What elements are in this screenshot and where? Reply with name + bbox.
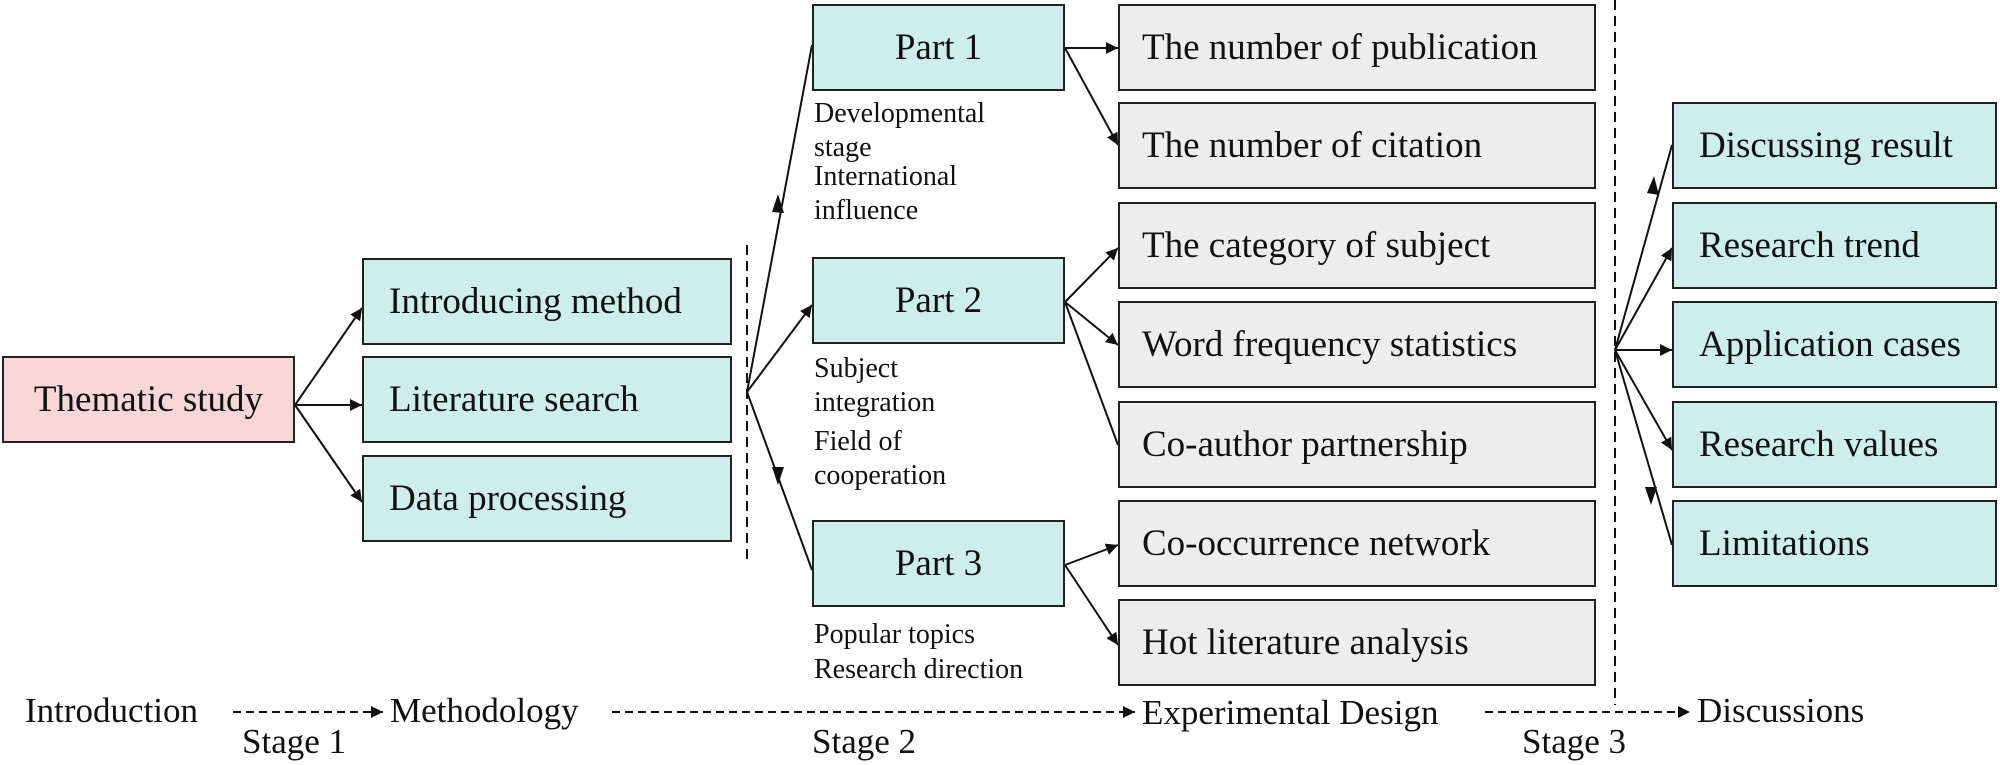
method-box-data-processing: Data processing [362,455,732,542]
thematic-study-label: Thematic study [33,379,264,420]
part-label: Part 3 [894,543,983,584]
analysis-label: The number of citation [1142,125,1483,166]
discussion-label: Application cases [1699,324,1961,365]
analysis-box-subject-category: The category of subject [1118,202,1596,289]
arrow-to-part2 [746,304,813,393]
analysis-label: The number of publication [1142,27,1538,68]
part-label: Part 2 [894,280,983,321]
arrow-part2-subject [1064,247,1119,303]
part3-box: Part 3 [812,520,1065,607]
arrow-to-research-values [1614,349,1673,451]
analysis-label: The category of subject [1142,225,1491,266]
analysis-label: Co-occurrence network [1142,523,1491,564]
method-box-introducing: Introducing method [362,258,732,345]
flow-stage2: Stage 2 [812,722,917,761]
method-label: Data processing [389,478,627,519]
part2-box: Part 2 [812,257,1065,344]
line-to-discussing-result [1614,144,1673,351]
arrow-to-data-processing [294,404,363,503]
analysis-label: Hot literature analysis [1142,622,1469,663]
arrowhead-discussing-result [1647,176,1659,195]
arrow-part2-word-frequency [1064,301,1119,346]
discussion-label: Research trend [1699,225,1920,266]
line-to-limitations [1614,349,1673,546]
analysis-box-cooccurrence: Co-occurrence network [1118,500,1596,587]
analysis-box-hot-literature: Hot literature analysis [1118,599,1596,686]
arrow-part1-citation [1064,47,1119,146]
flow-methodology: Methodology [390,691,579,730]
discussion-box-research-trend: Research trend [1672,202,1997,289]
discussion-box-discussing-result: Discussing result [1672,102,1997,189]
arrow-part3-cooccurrence [1064,543,1119,566]
method-box-literature-search: Literature search [362,356,732,443]
analysis-box-publication: The number of publication [1118,4,1596,91]
flow-stage1: Stage 1 [242,722,347,761]
discussion-box-limitations: Limitations [1672,500,1997,587]
arrowhead-part3 [772,467,784,485]
arrowhead-limitations [1645,487,1657,505]
flow-experimental-design: Experimental Design [1142,693,1439,732]
discussion-label: Discussing result [1699,125,1953,166]
flow-stage3: Stage 3 [1522,722,1627,761]
discussion-box-application-cases: Application cases [1672,301,1997,388]
method-label: Literature search [389,379,639,420]
part-label: Part 1 [894,27,983,68]
arrow-part3-hot-literature [1064,564,1119,646]
flow-introduction: Introduction [25,691,199,730]
analysis-label: Word frequency statistics [1142,324,1518,365]
method-label: Introducing method [389,281,682,322]
part1-note-international-influence: International influence [814,161,958,226]
arrow-to-research-trend [1614,247,1673,351]
part3-note-research-direction: Research direction [814,654,1024,685]
discussion-label: Research values [1699,424,1939,465]
line-to-part3 [746,391,813,571]
arrow-to-introducing-method [294,307,363,406]
line-part2-coauthor [1064,301,1119,446]
analysis-box-coauthor: Co-author partnership [1118,401,1596,488]
part3-note-popular-topics: Popular topics [814,619,975,650]
analysis-label: Co-author partnership [1142,424,1468,465]
line-to-part1 [746,44,813,393]
part2-note-subject-integration: Subject integration [814,353,936,418]
part1-box: Part 1 [812,4,1065,91]
analysis-box-word-frequency: Word frequency statistics [1118,301,1596,388]
discussion-box-research-values: Research values [1672,401,1997,488]
thematic-study-box: Thematic study [2,356,295,443]
discussion-label: Limitations [1699,523,1870,564]
flow-discussions: Discussions [1697,691,1865,730]
part1-note-developmental-stage: Developmental stage [814,98,986,163]
analysis-box-citation: The number of citation [1118,102,1596,189]
arrowhead-part1 [772,194,784,213]
part2-note-field-of-cooperation: Field of cooperation [814,426,947,491]
